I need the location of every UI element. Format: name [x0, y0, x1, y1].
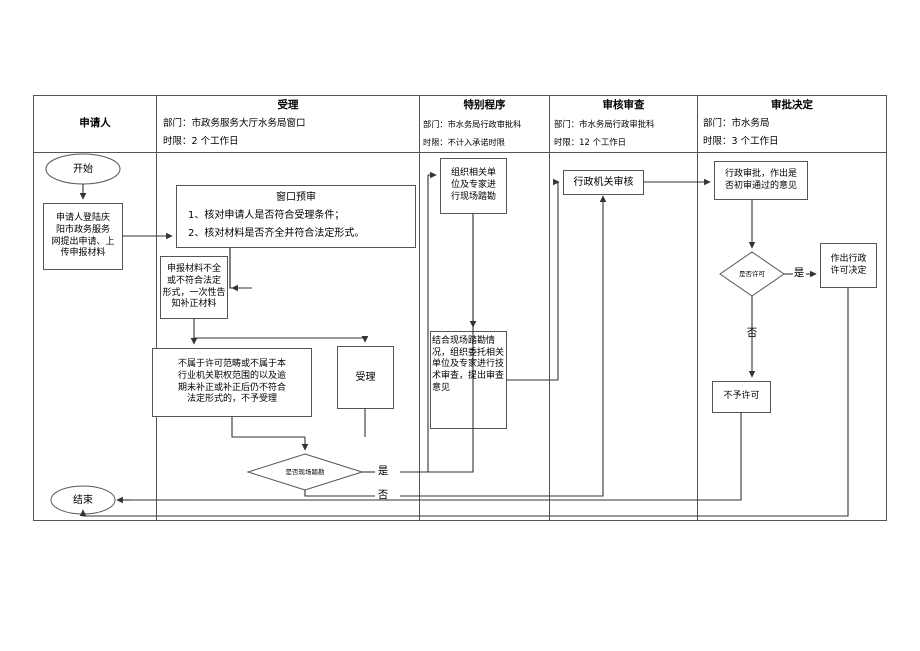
- flowchart-lines: [33, 95, 887, 521]
- flowchart-canvas: 申请人 受理 部门：市政务服务大厅水务局窗口 时限：2 个工作日 特别程序 部门…: [33, 95, 887, 521]
